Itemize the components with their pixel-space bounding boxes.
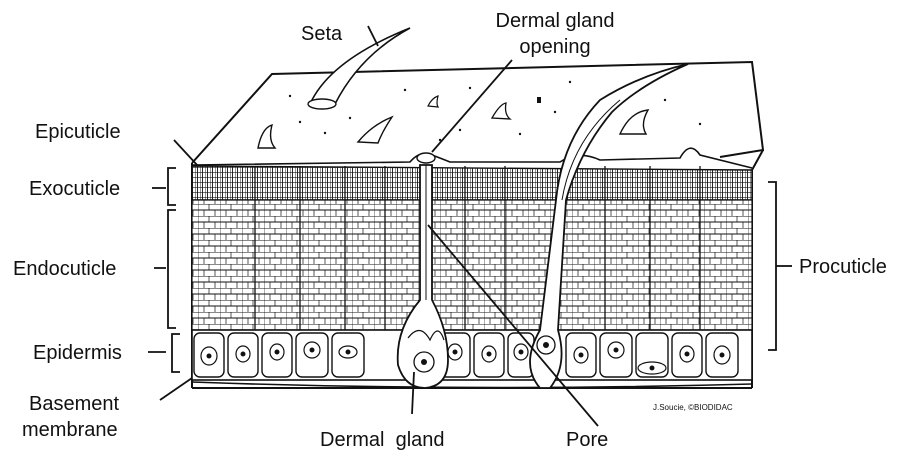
label-basement-2: membrane <box>22 419 118 441</box>
image-credit: J.Soucie, ©BIODIDAC <box>653 403 733 412</box>
label-seta: Seta <box>301 23 343 45</box>
label-dermal-gland: Dermal gland <box>320 429 445 451</box>
label-epicuticle: Epicuticle <box>35 121 121 143</box>
dermal-gland-opening <box>417 153 435 163</box>
epidermis-layer <box>192 330 752 388</box>
label-procuticle: Procuticle <box>799 256 887 278</box>
label-exocuticle: Exocuticle <box>29 178 120 200</box>
label-pore: Pore <box>566 429 608 451</box>
label-epidermis: Epidermis <box>33 342 122 364</box>
exocuticle-layer <box>192 166 752 200</box>
label-basement-1: Basement <box>29 393 119 415</box>
label-endocuticle: Endocuticle <box>13 258 116 280</box>
basement-membrane <box>192 382 752 388</box>
label-dermal-gland-opening-2: opening <box>519 36 590 58</box>
label-dermal-gland-opening-1: Dermal gland <box>496 10 615 32</box>
